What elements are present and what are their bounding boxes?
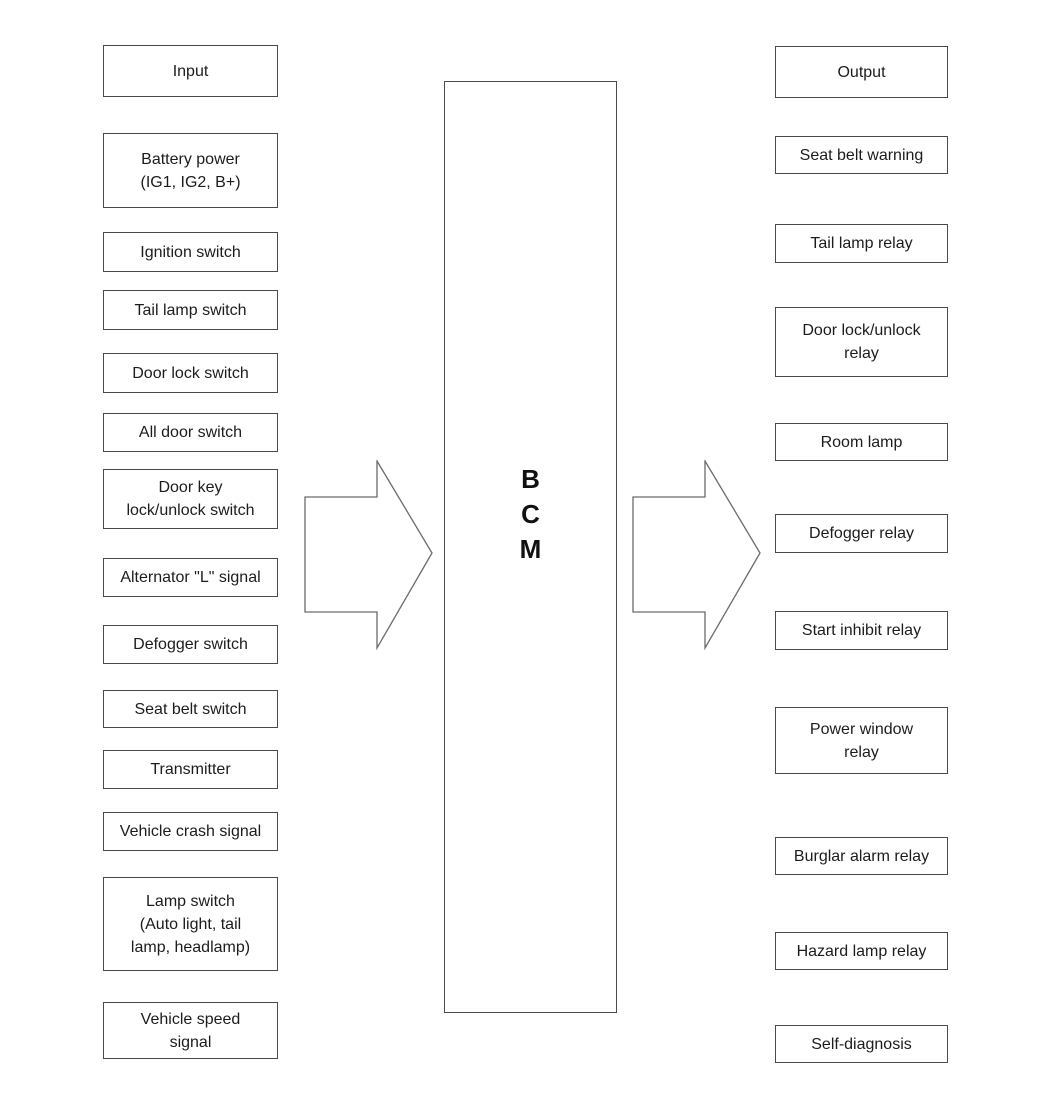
box-label: Defogger relay [809,525,914,542]
box-label: Door lock switch [132,364,249,382]
output-box-door-lock-unlock-relay: Door lock/unlock relay [775,307,948,377]
input-box-defogger-switch: Defogger switch [103,625,278,664]
box-label: Transmitter [150,761,231,778]
box-label: Burglar alarm relay [793,847,930,865]
box-label: Door lock/unlock relay [802,322,921,362]
box-label: Vehicle crash signal [119,823,262,840]
input-box-vehicle-speed-signal: Vehicle speed signal [103,1002,278,1059]
input-box-vehicle-crash-signal: Vehicle crash signal [103,812,278,851]
input-box-seat-belt-switch: Seat belt switch [103,690,278,728]
box-label: Seat belt warning [799,146,924,164]
output-box-burglar-alarm-relay: Burglar alarm relay [775,837,948,875]
input-header-box: Input [103,45,278,97]
output-header-label: Output [837,63,886,81]
output-arrow-icon [632,460,762,650]
output-box-start-inhibit-relay: Start inhibit relay [775,611,948,650]
bcm-box [444,81,617,1013]
box-label: Ignition switch [140,243,241,261]
input-box-lamp-switch: Lamp switch (Auto light, tail lamp, head… [103,877,278,971]
box-label: Start inhibit relay [801,622,922,639]
box-label: Tail lamp switch [134,301,247,319]
output-box-tail-lamp-relay: Tail lamp relay [775,224,948,263]
input-box-ignition-switch: Ignition switch [103,232,278,272]
box-label: All door switch [138,424,243,441]
output-box-room-lamp: Room lamp [775,423,948,461]
input-box-alternator-l-signal: Alternator "L" signal [103,558,278,597]
bcm-label: B C M [519,464,542,564]
input-box-all-door-switch: All door switch [103,413,278,452]
box-label: Self-diagnosis [811,1035,912,1053]
output-box-self-diagnosis: Self-diagnosis [775,1025,948,1063]
box-label: Vehicle speed signal [140,1010,241,1051]
box-label: Power window relay [809,720,914,761]
box-label: Battery power (IG1, IG2, B+) [140,150,241,191]
output-box-hazard-lamp-relay: Hazard lamp relay [775,932,948,970]
box-label: Room lamp [820,433,903,451]
box-label: Door key lock/unlock switch [126,479,255,519]
input-box-tail-lamp-switch: Tail lamp switch [103,290,278,330]
box-label: Lamp switch (Auto light, tail lamp, head… [130,892,251,956]
box-label: Tail lamp relay [810,235,913,252]
input-box-transmitter: Transmitter [103,750,278,789]
box-label: Alternator "L" signal [120,569,261,586]
input-box-door-key-lock-unlock-switch: Door key lock/unlock switch [103,469,278,529]
output-box-power-window-relay: Power window relay [775,707,948,774]
output-header-box: Output [775,46,948,98]
input-arrow-icon [304,460,434,650]
input-header-label: Input [172,62,209,80]
output-box-defogger-relay: Defogger relay [775,514,948,553]
box-label: Hazard lamp relay [796,942,927,960]
input-box-battery-power: Battery power (IG1, IG2, B+) [103,133,278,208]
box-label: Defogger switch [133,636,248,653]
box-label: Seat belt switch [134,700,247,718]
input-box-door-lock-switch: Door lock switch [103,353,278,393]
output-box-seat-belt-warning: Seat belt warning [775,136,948,174]
